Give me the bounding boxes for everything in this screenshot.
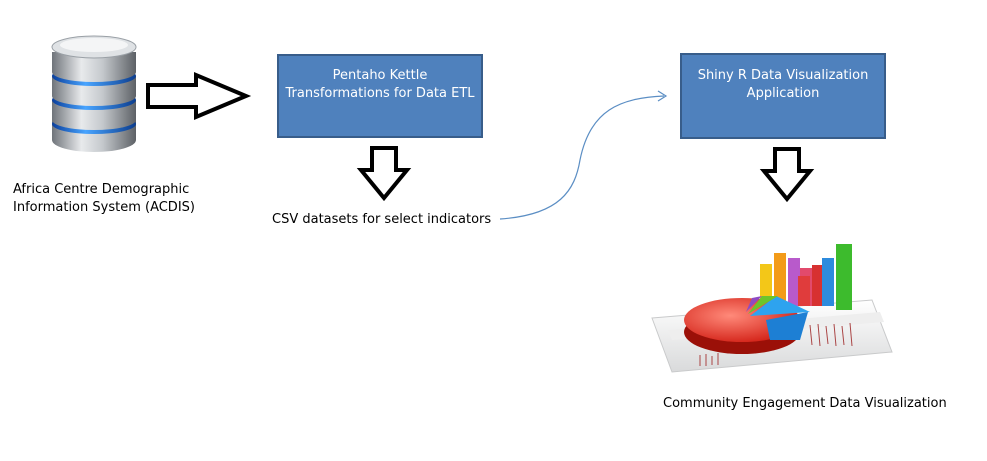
csv-label: CSV datasets for select indicators [272, 212, 492, 227]
shiny-line2: Application [746, 86, 820, 101]
arrow-down-icon [356, 146, 412, 202]
curved-connector [499, 95, 665, 220]
community-label: Community Engagement Data Visualization [663, 396, 947, 411]
shiny-box: Shiny R Data Visualization Application [680, 53, 886, 139]
arrow-right-icon [146, 71, 252, 121]
pentaho-box: Pentaho Kettle Transformations for Data … [277, 54, 483, 138]
acdis-label-line2: Information System (ACDIS) [13, 200, 195, 215]
shiny-line1: Shiny R Data Visualization [697, 68, 869, 83]
acdis-label: Africa Centre Demographic Information Sy… [13, 181, 195, 217]
pentaho-line1: Pentaho Kettle [332, 68, 428, 83]
acdis-label-line1: Africa Centre Demographic [13, 182, 190, 197]
pentaho-line2: Transformations for Data ETL [285, 86, 475, 101]
connector-arrowhead-icon [657, 90, 668, 102]
arrow-down-icon [759, 147, 815, 203]
